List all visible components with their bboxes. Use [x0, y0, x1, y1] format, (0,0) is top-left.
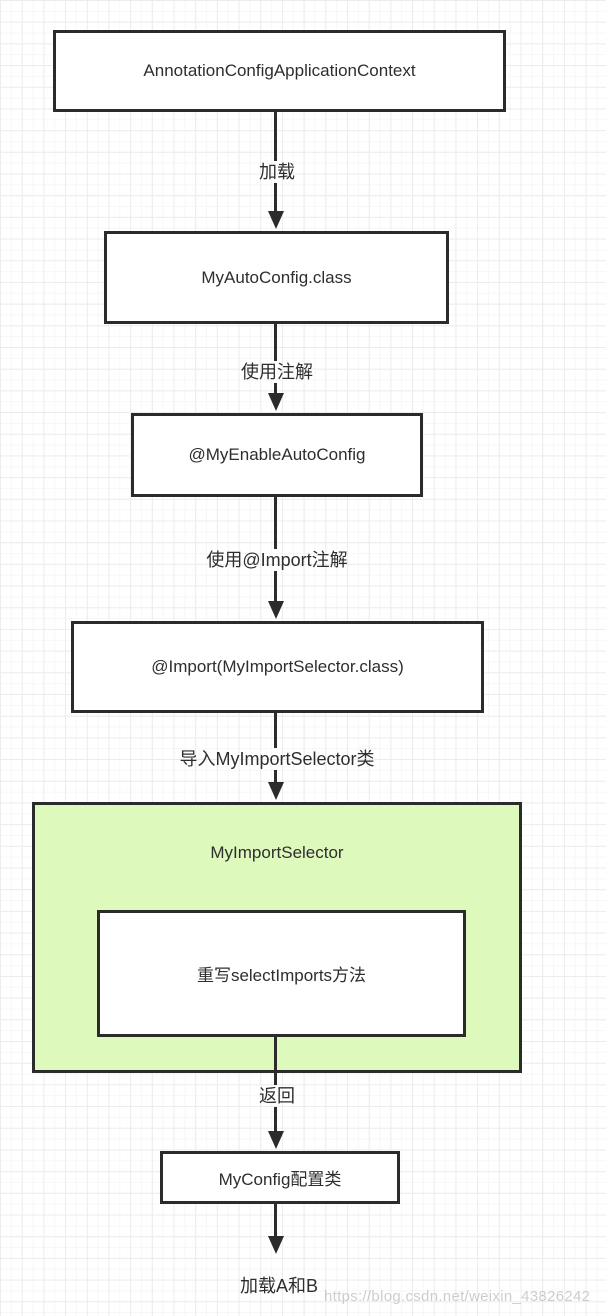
arrow-down-icon — [268, 393, 284, 411]
edge-line — [274, 1204, 277, 1236]
node-label: MyAutoConfig.class — [201, 267, 352, 287]
edge-line — [274, 1107, 277, 1131]
container-title: MyImportSelector — [210, 843, 344, 862]
node-override-selectimports: 重写selectImports方法 — [97, 910, 466, 1037]
edge-line — [274, 183, 277, 211]
node-label: MyConfig配置类 — [218, 1170, 342, 1189]
node-myconfig: MyConfig配置类 — [160, 1151, 400, 1204]
arrow-down-icon — [268, 1131, 284, 1149]
node-annotation-config-application-context: AnnotationConfigApplicationContext — [53, 30, 506, 112]
arrow-down-icon — [268, 782, 284, 800]
edge-line — [274, 383, 277, 394]
edge-line — [274, 324, 277, 361]
end-label-load-a-and-b: 加载A和B — [239, 1276, 319, 1296]
csdn-watermark: https://blog.csdn.net/weixin_43826242 — [324, 1288, 591, 1305]
node-label: 重写selectImports方法 — [196, 966, 367, 985]
edge-label-return: 返回 — [259, 1086, 295, 1106]
edge-line — [274, 571, 277, 601]
node-label: AnnotationConfigApplicationContext — [143, 61, 416, 80]
edge-label-use-import-annotation: 使用@Import注解 — [206, 550, 348, 570]
edge-line — [274, 497, 277, 549]
node-label: @Import(MyImportSelector.class) — [151, 657, 404, 676]
node-myimportselector-container: MyImportSelector 重写selectImports方法 — [32, 802, 522, 1073]
edge-label-use-annotation: 使用注解 — [241, 362, 313, 382]
edge-line — [274, 111, 277, 161]
edge-label-import-selector-class: 导入MyImportSelector类 — [179, 749, 375, 769]
arrow-down-icon — [268, 1236, 284, 1254]
edge-label-load: 加载 — [259, 162, 295, 182]
edge-line — [274, 713, 277, 748]
edge-line — [274, 770, 277, 783]
arrow-down-icon — [268, 601, 284, 619]
node-label: @MyEnableAutoConfig — [188, 445, 366, 464]
edge-line — [274, 1034, 277, 1085]
arrow-down-icon — [268, 211, 284, 229]
node-myautoconfig-class: MyAutoConfig.class — [104, 231, 449, 324]
node-import-myimportselector: @Import(MyImportSelector.class) — [71, 621, 484, 713]
node-myenableautoconfig: @MyEnableAutoConfig — [131, 413, 423, 497]
